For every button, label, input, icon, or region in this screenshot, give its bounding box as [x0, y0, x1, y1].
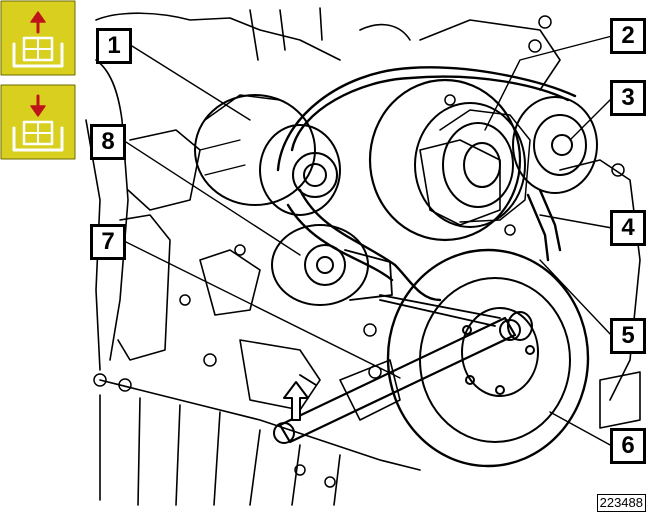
reference-number: 223488: [596, 494, 646, 512]
callout-3: 3: [610, 80, 646, 116]
crankshaft-damper: [386, 248, 590, 468]
remove-component-icon: [12, 11, 64, 68]
belt-tensioner: [271, 224, 393, 306]
install-component-icon: [12, 94, 64, 152]
instruction-icons: [0, 0, 76, 160]
callout-6: 6: [610, 428, 646, 464]
drive-belt: [276, 66, 577, 302]
engine-block: [85, 7, 641, 506]
callout-5: 5: [610, 318, 646, 354]
compressor-pulley: [368, 78, 531, 242]
callout-7: 7: [90, 224, 126, 260]
alternator: [194, 94, 341, 216]
lever-tool: [273, 294, 533, 444]
callout-2: 2: [610, 18, 646, 54]
callout-4: 4: [610, 210, 646, 246]
callout-1: 1: [96, 28, 132, 64]
idler-pulley: [512, 96, 598, 194]
callout-8: 8: [90, 124, 126, 160]
direction-arrow: [283, 381, 309, 421]
leader-lines: [125, 35, 613, 447]
